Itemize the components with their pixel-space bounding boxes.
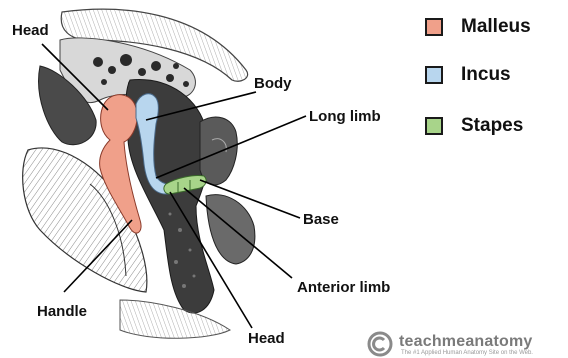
legend-item-stapes: Stapes xyxy=(425,115,523,137)
watermark-name: teachmeanatomy xyxy=(399,333,533,351)
legend-swatch-stapes xyxy=(425,117,443,135)
legend-item-incus: Incus xyxy=(425,64,511,86)
watermark-tagline: The #1 Applied Human Anatomy Site on the… xyxy=(401,350,533,356)
legend-label-stapes: Stapes xyxy=(461,115,523,137)
legend-label-incus: Incus xyxy=(461,64,511,86)
label-malleus-head: Head xyxy=(12,23,49,38)
label-base: Base xyxy=(303,212,339,227)
legend-swatch-malleus xyxy=(425,18,443,36)
legend-label-malleus: Malleus xyxy=(461,16,531,38)
label-stapes-head: Head xyxy=(248,331,285,346)
label-body: Body xyxy=(254,76,292,91)
copyright-icon xyxy=(366,330,394,358)
label-anterior-limb: Anterior limb xyxy=(297,280,390,295)
label-handle: Handle xyxy=(37,304,87,319)
label-long-limb: Long limb xyxy=(309,109,381,124)
legend-swatch-incus xyxy=(425,66,443,84)
legend-item-malleus: Malleus xyxy=(425,16,531,38)
